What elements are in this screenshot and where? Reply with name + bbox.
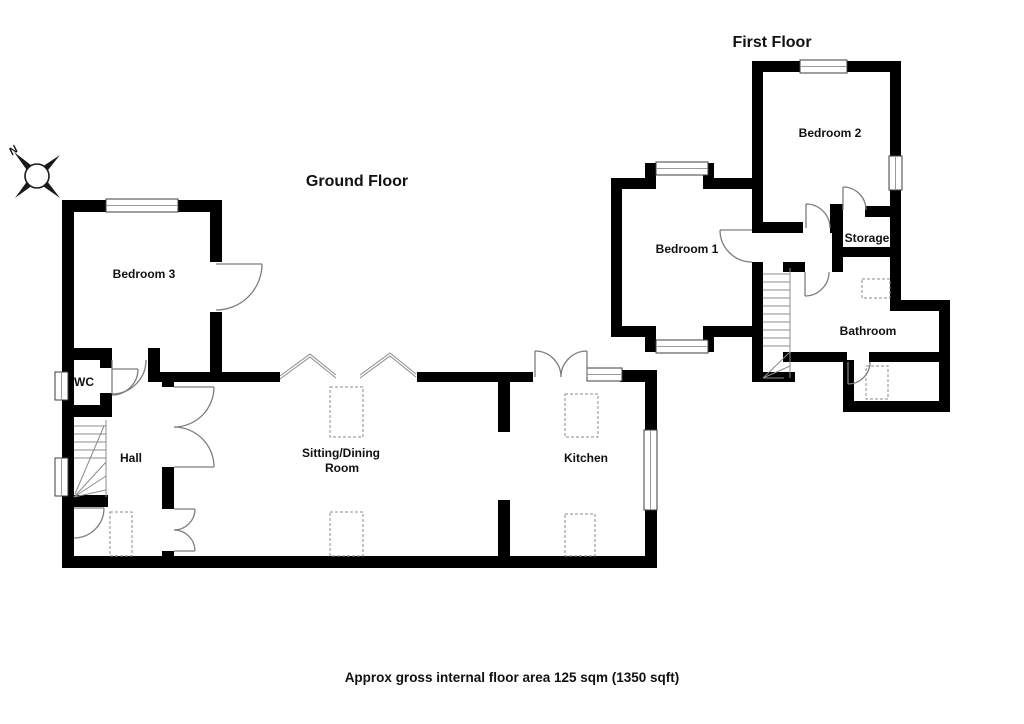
first-floor-features (861, 278, 891, 400)
door-front-entrance (73, 507, 105, 539)
window-bedroom1-top-bay (655, 161, 709, 176)
room-label-bedroom-2: Bedroom 2 (799, 126, 862, 140)
door-bathroom-inner (847, 361, 871, 385)
door-sitting-bifold-left (279, 353, 337, 380)
first-floor-labels: First Floor Bedroom 1 Bedroom 2 Storage … (656, 34, 897, 338)
door-bathroom (804, 271, 830, 297)
first-floor-windows (655, 59, 903, 354)
door-storage (842, 186, 867, 211)
room-label-sitting-dining-line1: Sitting/Dining (302, 446, 380, 460)
room-label-hall: Hall (120, 451, 142, 465)
kitchen-chimney-top (564, 393, 599, 438)
window-stairs-left (54, 457, 69, 497)
window-bedroom3-top (105, 198, 179, 213)
sitting-chimney-bottom (329, 511, 364, 557)
door-bedroom1 (719, 229, 753, 263)
hall-chimney-feature (109, 511, 133, 557)
footer-area-note: Approx gross internal floor area 125 sqm… (345, 670, 680, 685)
window-bedroom1-bottom-bay (655, 339, 709, 354)
ground-floor-doors (73, 263, 588, 552)
sitting-chimney-top (329, 386, 364, 438)
first-floor-stairs (762, 268, 791, 379)
ground-floor-features (109, 386, 599, 557)
room-label-bedroom-1: Bedroom 1 (656, 242, 719, 256)
ground-floor-windows (54, 198, 658, 511)
room-label-bathroom: Bathroom (840, 324, 897, 338)
door-hall-sitting-upper (173, 386, 215, 468)
door-hall-sitting-lower (173, 508, 196, 552)
first-floor-walls (611, 61, 950, 412)
first-floor-plan: First Floor Bedroom 1 Bedroom 2 Storage … (611, 34, 950, 412)
compass-circle (24, 163, 50, 189)
compass-rose: N (7, 143, 60, 198)
window-kitchen-top (586, 367, 623, 382)
room-label-wc: WC (74, 375, 94, 389)
door-kitchen-french (534, 350, 588, 378)
bathroom-bath-feature (865, 365, 889, 400)
window-kitchen-right (643, 429, 658, 511)
ground-floor-title: Ground Floor (306, 173, 408, 190)
ground-floor-labels: Ground Floor Bedroom 3 WC Hall Sitting/D… (74, 173, 608, 475)
room-label-bedroom-3: Bedroom 3 (113, 267, 176, 281)
ground-floor-stairs (73, 420, 107, 498)
door-wc (111, 368, 139, 396)
kitchen-chimney-bottom (564, 513, 596, 557)
door-bedroom2 (805, 203, 831, 229)
door-bedroom3-hall (111, 359, 147, 395)
window-bedroom2-top (799, 59, 848, 74)
door-bedroom3 (215, 263, 263, 311)
first-floor-title: First Floor (732, 34, 811, 51)
window-wc-left (54, 371, 69, 401)
room-label-sitting-dining-line2: Room (325, 461, 359, 475)
room-label-kitchen: Kitchen (564, 451, 608, 465)
window-bedroom2-right (888, 155, 903, 191)
ground-floor-walls (62, 200, 657, 568)
first-floor-doors (719, 186, 871, 385)
bathroom-vanity-feature (861, 278, 891, 299)
room-label-storage: Storage (845, 231, 890, 245)
compass-north-label: N (7, 143, 21, 158)
door-sitting-bifold-right (359, 352, 417, 379)
ground-floor-plan: Ground Floor Bedroom 3 WC Hall Sitting/D… (54, 173, 658, 568)
